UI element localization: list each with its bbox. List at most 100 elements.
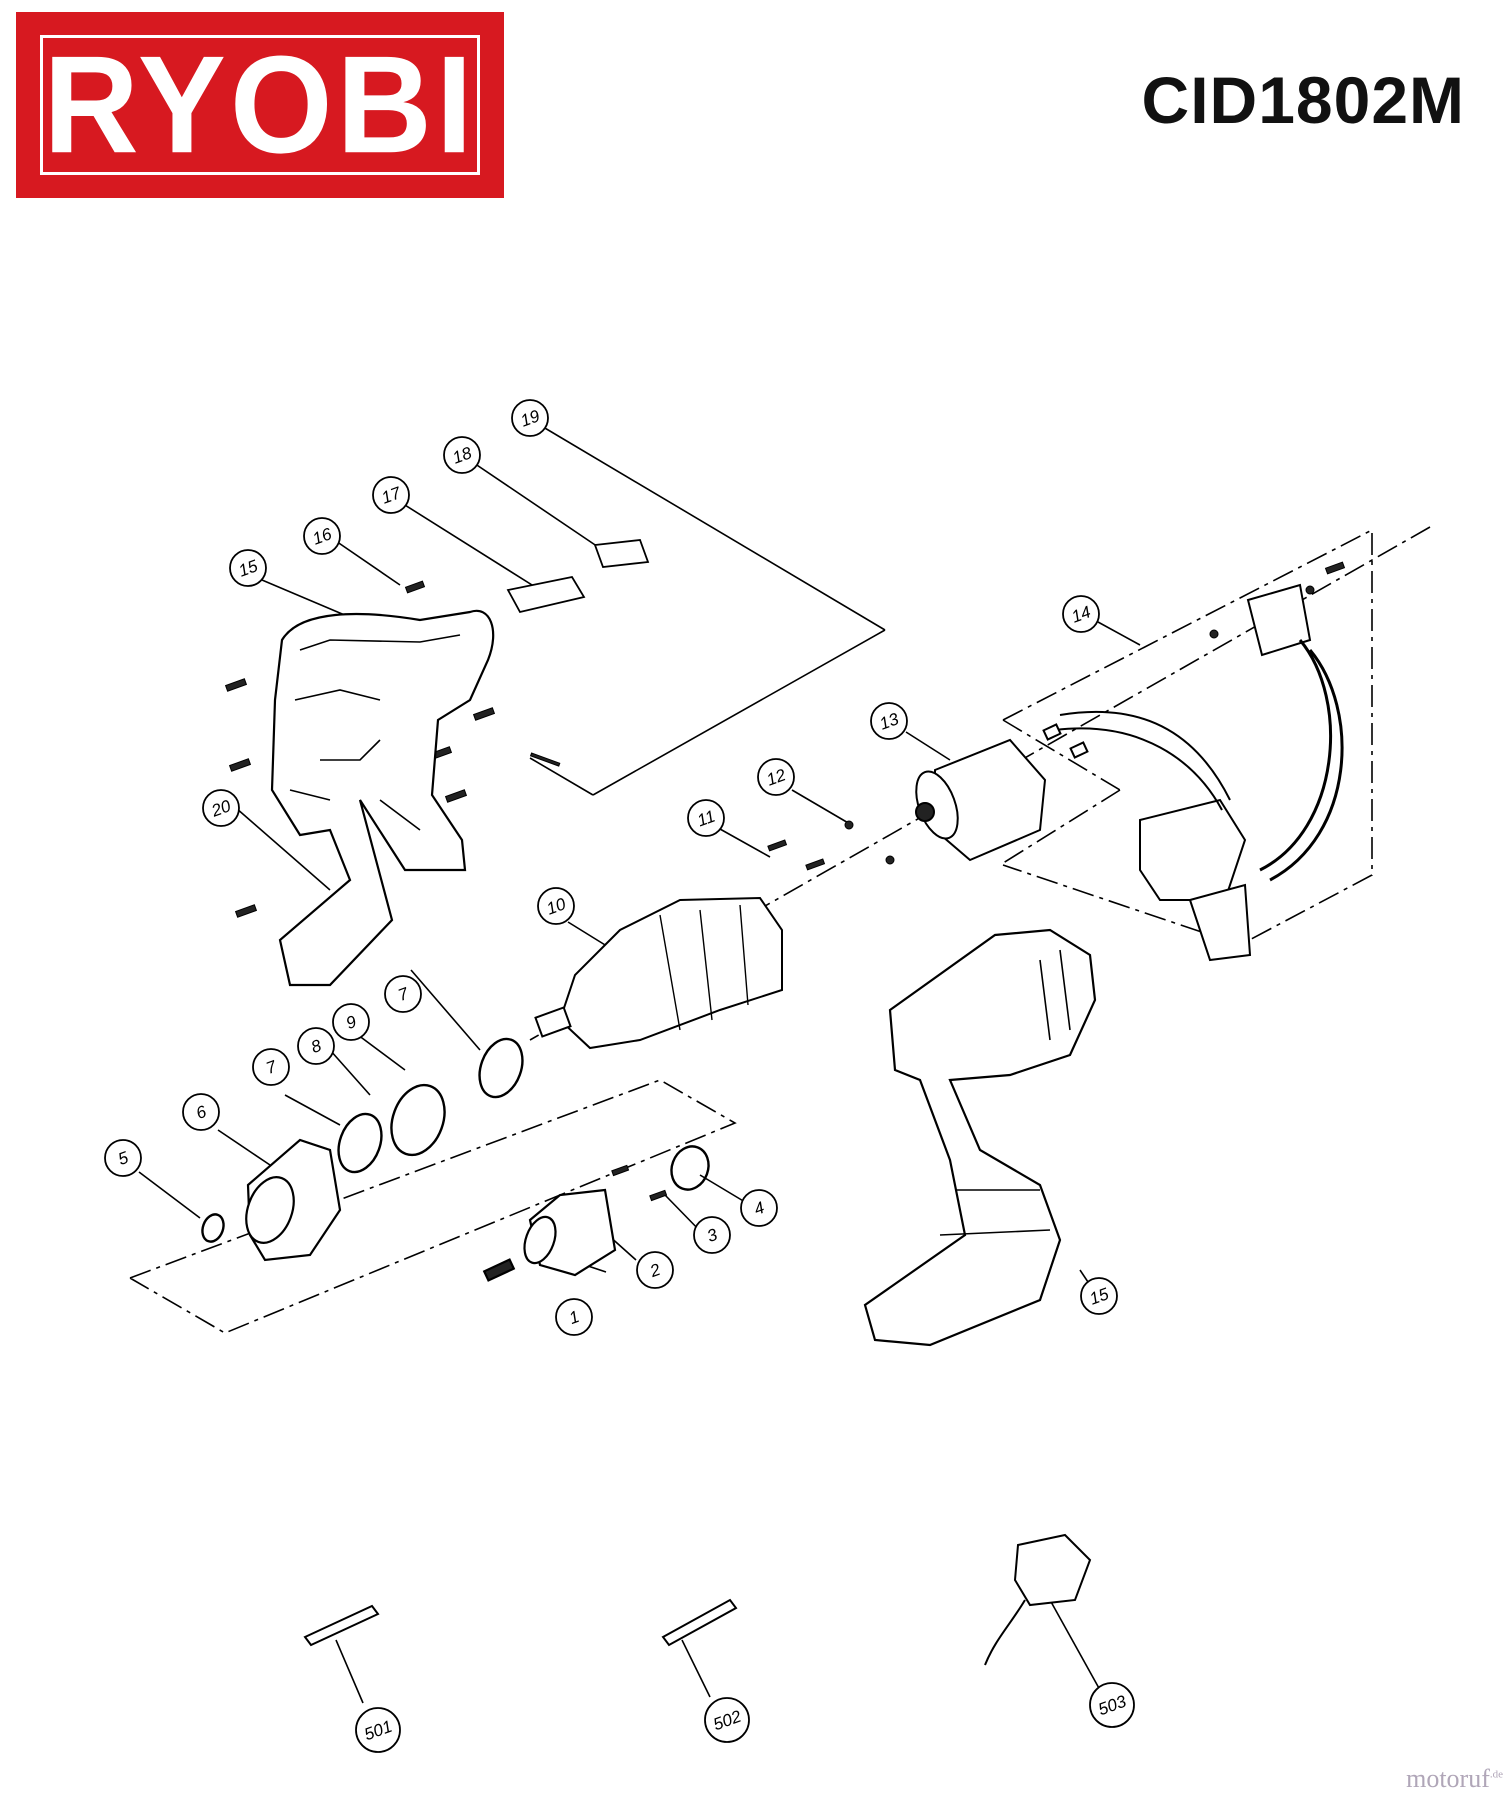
model-number: CID1802M — [1141, 63, 1465, 137]
leader-line — [329, 536, 401, 586]
callout-bubble — [372, 476, 410, 514]
screw-part — [1324, 561, 1346, 575]
callout-bubble — [687, 799, 725, 837]
bit-502 — [661, 1598, 738, 1647]
o-ring-7b — [337, 1112, 383, 1174]
callout-bubble — [104, 1139, 142, 1177]
housing-left-half — [270, 609, 495, 987]
switch-lead-wires — [1054, 710, 1231, 811]
motor-pinion — [915, 802, 935, 822]
leader-line — [410, 969, 481, 1051]
callout-bubble — [1062, 595, 1100, 633]
watermark: motoruf.de — [1406, 1764, 1503, 1794]
screw-part — [805, 858, 826, 871]
leader-line — [1097, 621, 1141, 646]
dashed-frame-chuck — [129, 1079, 737, 1334]
callout-label: 11 — [695, 807, 718, 831]
clutch-ring-9 — [390, 1083, 446, 1157]
leader-line — [527, 417, 886, 631]
callout-bubble — [297, 1027, 335, 1065]
leader-line — [138, 1171, 201, 1219]
connector-pin — [1069, 741, 1089, 759]
dashed-axis — [999, 789, 1121, 866]
callout-bubble — [303, 517, 341, 555]
leader-line — [699, 1174, 751, 1206]
ryobi-logo-frame: RYOBI — [40, 35, 480, 175]
callout-bubble — [252, 1048, 290, 1086]
leader-line — [329, 1049, 371, 1096]
watermark-suffix: .de — [1489, 1768, 1503, 1781]
screw-part — [404, 580, 426, 594]
callout-bubble — [443, 436, 481, 474]
screw-part — [767, 839, 788, 852]
screw-part — [444, 789, 468, 803]
drill-chuck — [528, 1188, 617, 1277]
screw-part — [611, 1164, 630, 1177]
callout-bubble — [555, 1298, 593, 1336]
connector-pin — [1042, 723, 1062, 741]
dashed-axis — [1002, 719, 1121, 791]
callout-bubble — [1080, 1277, 1118, 1315]
washer-5 — [201, 1213, 225, 1243]
callout-bubble — [355, 1707, 401, 1753]
badge-plate-17 — [506, 575, 586, 614]
leader-line — [357, 1034, 406, 1071]
callout-bubble — [511, 399, 549, 437]
leader-line — [791, 789, 851, 825]
switch-trigger — [1188, 883, 1252, 962]
belt-clip-503 — [1013, 1533, 1092, 1607]
leader-line — [217, 1129, 271, 1166]
dashed-frame-motor — [1002, 528, 1373, 946]
screw-part — [228, 758, 252, 772]
housing-right-half — [863, 928, 1097, 1347]
drill-chuck-face — [523, 1215, 557, 1265]
o-ring-7a — [478, 1037, 524, 1099]
badge-plate-18 — [593, 539, 650, 568]
callout-bubble — [636, 1251, 674, 1289]
nut-part — [1305, 585, 1315, 595]
callout-bubble — [1089, 1682, 1135, 1728]
housing-right-detail — [939, 949, 1071, 1236]
leader-line — [905, 731, 951, 761]
housing-left-detail — [289, 634, 461, 831]
disc-4 — [670, 1145, 710, 1191]
switch-wires — [1259, 639, 1344, 882]
callout-bubble — [757, 758, 795, 796]
callout-bubble — [740, 1189, 778, 1227]
leader-line — [388, 494, 541, 591]
gearbox-spindle — [534, 1006, 572, 1038]
ryobi-logo: RYOBI — [16, 12, 504, 198]
callout-bubble — [693, 1216, 731, 1254]
callout-bubble — [870, 702, 908, 740]
bit-501 — [303, 1604, 380, 1647]
callout-bubble — [537, 887, 575, 925]
screw-part — [472, 707, 496, 721]
nut-part — [844, 820, 854, 830]
watermark-text: motoruf — [1406, 1764, 1490, 1793]
pin-part — [529, 752, 561, 767]
switch-body — [1139, 798, 1247, 901]
leader-line — [567, 921, 611, 949]
belt-clip-strap — [984, 1599, 1026, 1666]
ryobi-logo-text: RYOBI — [43, 27, 477, 182]
callout-bubble — [332, 1003, 370, 1041]
terminal-block — [1246, 583, 1312, 657]
leader-line — [529, 757, 594, 796]
leader-line — [592, 629, 886, 796]
gearbox-assembly — [558, 896, 783, 1050]
leader-line — [284, 1094, 341, 1126]
nut-part — [1209, 629, 1219, 639]
callout-bubble — [182, 1093, 220, 1131]
callout-bubble — [704, 1697, 750, 1743]
nut-part — [885, 855, 895, 865]
leader-line — [1049, 1599, 1101, 1691]
leader-line — [461, 454, 611, 556]
callout-bubble — [202, 789, 240, 827]
callout-bubble — [229, 549, 267, 587]
screw-part — [224, 678, 248, 692]
leader-line — [335, 1639, 364, 1704]
callout-bubble — [384, 975, 422, 1013]
leader-line — [681, 1639, 711, 1698]
screw-part — [649, 1189, 668, 1202]
